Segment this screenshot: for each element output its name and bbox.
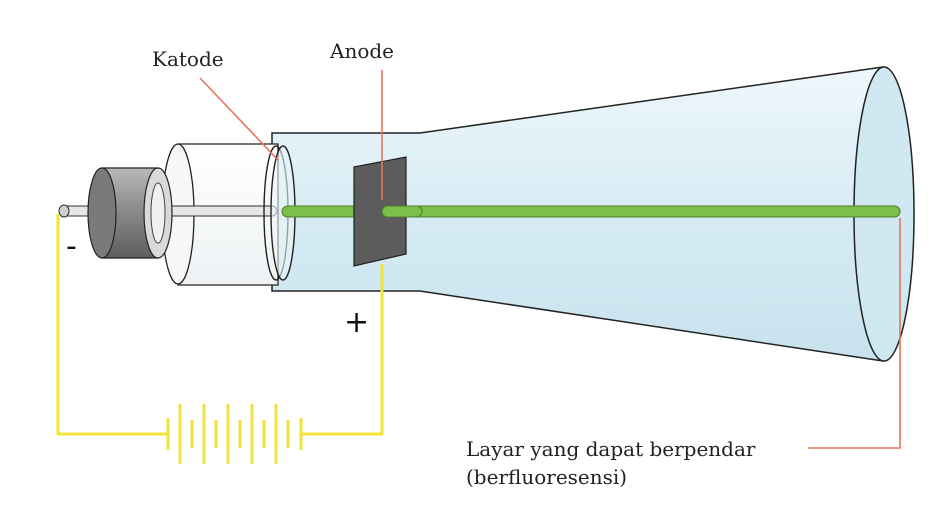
screen-pointer [808,218,901,449]
battery [166,404,303,464]
negative-sign: - [66,229,77,264]
positive-sign: + [344,305,369,340]
circuit-wire-negative [56,214,168,436]
circuit-wire-positive [301,264,384,436]
anode-plate [353,156,407,267]
cathode-label: Katode [152,47,224,71]
electron-beam [281,205,901,218]
screen-label-line1: Layar yang dapat berpendar [466,437,756,461]
cathode-pointer [199,77,279,161]
screen-label-line2: (berfluoresensi) [466,465,627,489]
anode-label: Anode [329,39,394,63]
